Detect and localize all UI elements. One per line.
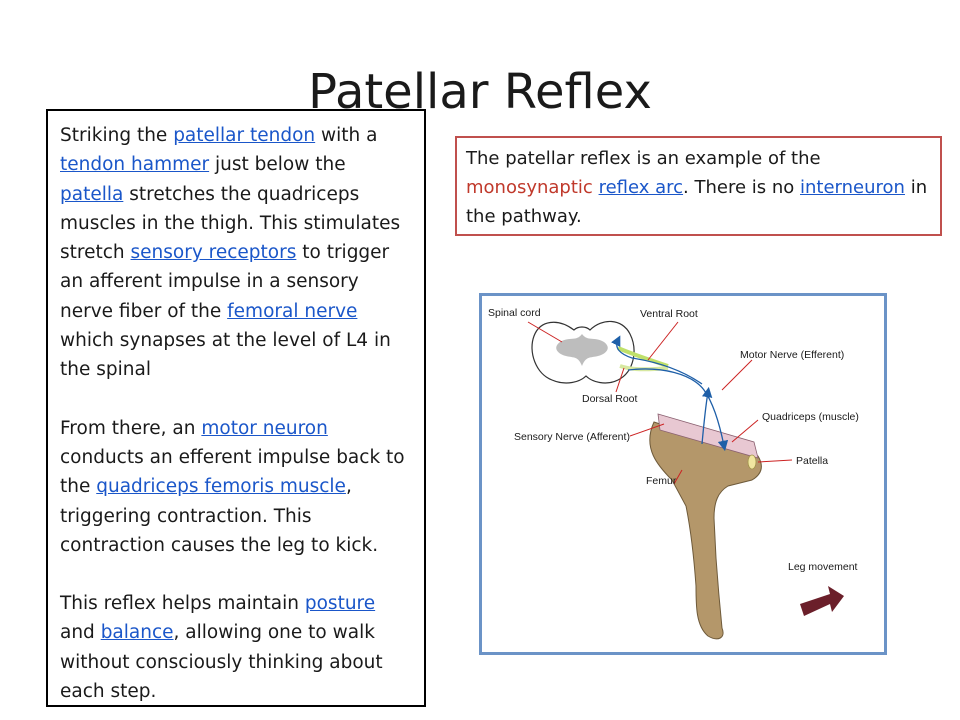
link-posture[interactable]: posture [304,593,376,615]
link-balance[interactable]: balance [100,622,174,644]
link-femoral-nerve[interactable]: femoral nerve [227,300,358,322]
sensory-nerve-path [701,386,713,445]
leg-movement-arrow [800,586,844,616]
monosynaptic-note-box: The patellar reflex is an example of the… [455,136,942,236]
afferent-return-path [611,335,703,385]
ventral-root-graphic [617,346,669,368]
highlight-monosynaptic: monosynaptic [466,177,593,198]
description-panel: Striking the patellar tendon with a tend… [46,109,426,707]
label-quadriceps: Quadriceps (muscle) [762,411,859,423]
link-motor-neuron[interactable]: motor neuron [201,417,328,439]
label-dorsal-root: Dorsal Root [582,393,638,405]
label-motor-nerve: Motor Nerve (Efferent) [740,349,844,361]
label-patella: Patella [796,455,828,467]
paragraph-motor-response: From there, an motor neuron conducts an … [60,417,405,556]
label-pointers [527,321,793,485]
reflex-diagram: Spinal cord Ventral Root Motor Nerve (Ef… [479,293,887,655]
link-reflex-arc[interactable]: reflex arc [598,177,684,198]
note-text: The patellar reflex is an example of the… [466,148,928,227]
label-leg-movement: Leg movement [788,561,858,573]
link-patella[interactable]: patella [60,183,124,205]
link-patellar-tendon[interactable]: patellar tendon [173,125,316,146]
label-femur: Femur [646,475,677,487]
leg-graphic [649,413,762,640]
paragraph-purpose: This reflex helps maintain posture and b… [60,593,383,703]
link-sensory-receptors[interactable]: sensory receptors [130,242,297,264]
spinal-cord-graphic [531,320,635,384]
label-ventral-root: Ventral Root [640,308,698,320]
link-interneuron[interactable]: interneuron [800,177,905,198]
link-tendon-hammer[interactable]: tendon hammer [60,154,210,176]
label-sensory-nerve: Sensory Nerve (Afferent) [514,431,630,443]
link-quadriceps-femoris-muscle[interactable]: quadriceps femoris muscle [96,476,346,498]
label-spinal-cord: Spinal cord [488,307,541,319]
reflex-diagram-svg: Spinal cord Ventral Root Motor Nerve (Ef… [488,307,859,640]
paragraph-mechanism: Striking the patellar tendon with a tend… [60,125,401,381]
